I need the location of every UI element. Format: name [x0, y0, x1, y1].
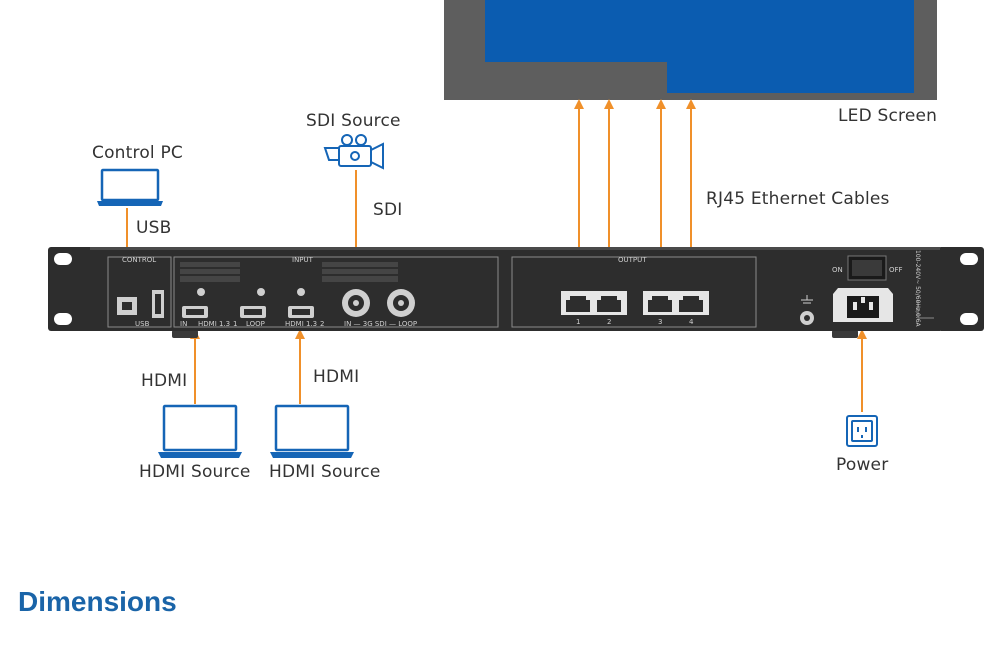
panel-port-4-label: 4	[689, 318, 694, 326]
panel-off-label: OFF	[889, 266, 903, 274]
panel-control-label: CONTROL	[122, 256, 156, 264]
panel-output-label: OUTPUT	[618, 256, 647, 264]
panel-on-label: ON	[832, 266, 843, 274]
panel-rating-label: 100-240V~ 50/60Hz,0.6A	[914, 250, 921, 328]
hdmi-source-laptop-icon-1	[158, 404, 242, 458]
panel-hdmi-in-label: IN	[180, 320, 187, 328]
video-processor-device: CONTROL USB INPUT IN HDMI 1.3 1 LOOP HDM…	[48, 247, 984, 338]
panel-hdmi-1-3-label: HDMI 1.3	[198, 320, 230, 328]
control-pc-laptop-icon	[97, 168, 163, 206]
section-heading: Dimensions	[18, 586, 177, 617]
hdmi-label-2: HDMI	[313, 367, 360, 387]
led-screen	[444, 0, 937, 100]
hdmi-source-label-1: HDMI Source	[139, 462, 251, 482]
panel-loop-label: LOOP	[246, 320, 265, 328]
hdmi-source-label-2: HDMI Source	[269, 462, 381, 482]
hdmi-label-1: HDMI	[141, 371, 188, 391]
power-label: Power	[836, 455, 889, 475]
sdi-label: SDI	[373, 200, 403, 220]
panel-port-3-label: 3	[658, 318, 662, 326]
control-pc-label: Control PC	[92, 143, 183, 163]
panel-port-1-label: 1	[576, 318, 580, 326]
panel-hdmi-1-3b-num: 2	[320, 320, 324, 328]
panel-hdmi-1-3b-label: HDMI 1.3	[285, 320, 317, 328]
panel-hdmi-1-3-num: 1	[233, 320, 237, 328]
hdmi-source-laptop-icon-2	[270, 404, 354, 458]
usb-label: USB	[136, 218, 172, 238]
led-screen-label: LED Screen	[838, 106, 938, 126]
sdi-source-label: SDI Source	[306, 111, 401, 131]
power-outlet-icon	[846, 415, 878, 447]
panel-usb-label: USB	[135, 320, 150, 328]
panel-sdi-label: IN — 3G SDI — LOOP	[344, 320, 417, 328]
rj45-label: RJ45 Ethernet Cables	[706, 189, 890, 209]
panel-input-label: INPUT	[292, 256, 314, 264]
video-camera-icon	[323, 134, 384, 170]
panel-port-2-label: 2	[607, 318, 611, 326]
